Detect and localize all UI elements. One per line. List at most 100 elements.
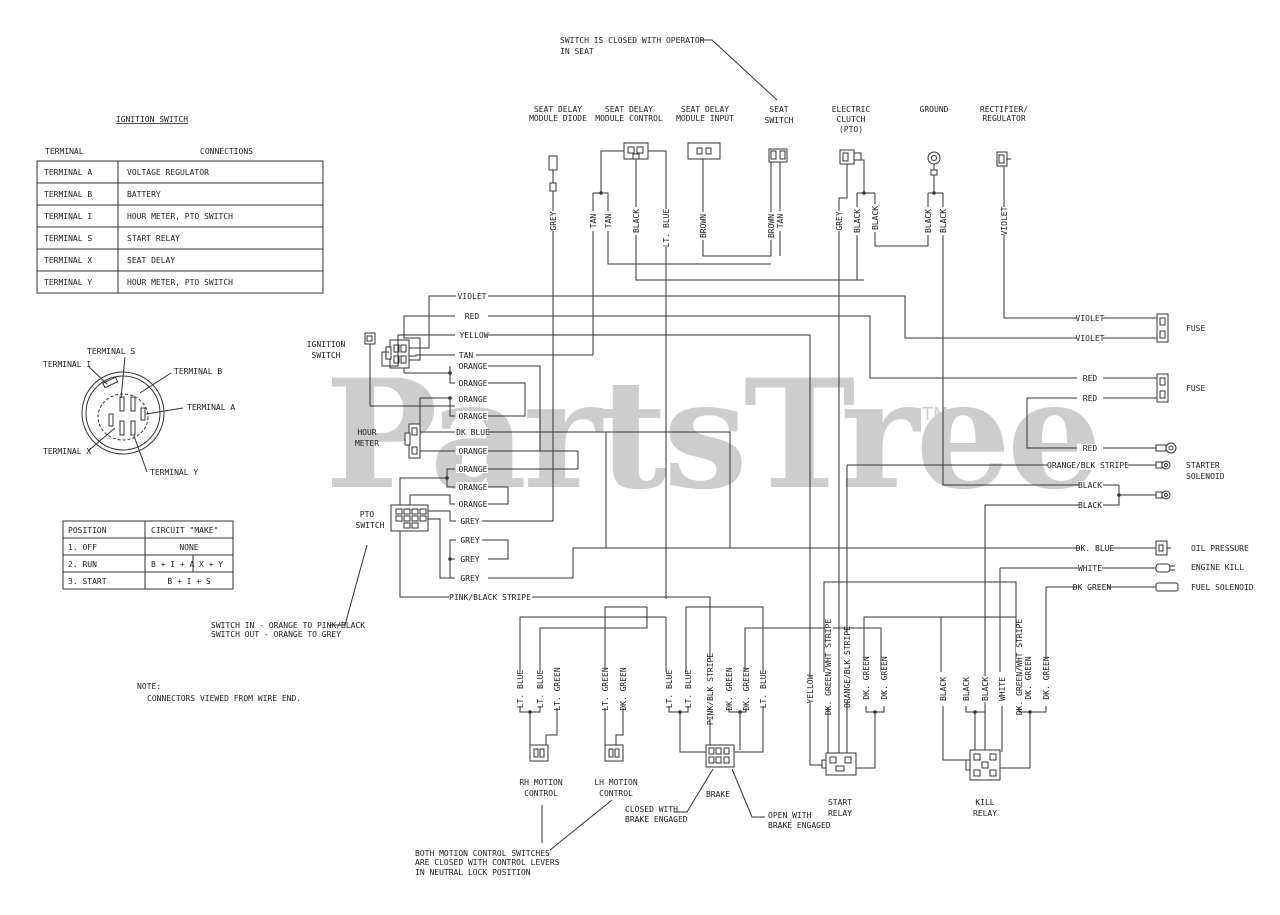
note-line: SWITCH IN - ORANGE TO PINK/BLACK <box>211 621 365 630</box>
terminal-s-label: TERMINAL S <box>87 347 135 356</box>
wire-label: BLACK <box>853 209 862 233</box>
wire-label: BROWN <box>699 214 708 238</box>
wire-label: YELLOW <box>460 331 489 340</box>
wire-label: GREY <box>460 536 479 545</box>
wire-label: LT. BLUE <box>759 670 768 709</box>
wire-label: LT. GREEN <box>553 667 562 711</box>
ring-terminal-icon <box>1165 442 1177 454</box>
fuel-solenoid-label: FUEL SOLENOID <box>1191 583 1254 592</box>
ignition-table-cell: SEAT DELAY <box>127 256 175 265</box>
wire-label: ORANGE <box>459 379 488 388</box>
starter-solenoid-label: SOLENOID <box>1186 472 1225 481</box>
electric-clutch-label: ELECTRIC <box>832 105 871 114</box>
ignition-table-row: TERMINAL A VOLTAGE REGULATOR <box>44 168 209 177</box>
wire-label: DK. GREEN <box>1042 656 1051 700</box>
ground-label: GROUND <box>920 105 949 114</box>
note-line: CLOSED WITH <box>625 805 678 814</box>
wire-label: VIOLET <box>1000 206 1009 235</box>
seat-delay-diode-label: SEAT DELAY <box>534 105 582 114</box>
pto-switch-label: PTO <box>360 510 375 519</box>
position-table-cell: NONE <box>179 543 198 552</box>
wire-label: BLACK <box>981 677 990 701</box>
start-relay-label: START <box>828 798 852 807</box>
rh-motion-control: RH MOTION CONTROL <box>519 744 563 798</box>
seat-delay-input-connector <box>687 142 721 160</box>
note-line: OPEN WITH <box>768 811 812 820</box>
wire-label: BLACK <box>632 209 641 233</box>
start-relay-label: RELAY <box>828 809 852 818</box>
wire-label: GREY <box>835 211 844 230</box>
wire-label: BLACK <box>1078 501 1102 510</box>
seat-delay-diode-label: MODULE DIODE <box>529 114 587 123</box>
position-table-cell: X + Y <box>199 560 223 569</box>
start-relay: START RELAY <box>821 752 857 818</box>
seat-switch-label: SWITCH <box>765 116 794 125</box>
ignition-switch-label: SWITCH <box>312 351 341 360</box>
note-line: CONNECTORS VIEWED FROM WIRE END. <box>147 694 301 703</box>
wire-label: RED <box>1083 374 1098 383</box>
top-component-labels: SEAT DELAY MODULE DIODE SEAT DELAY MODUL… <box>529 105 1028 134</box>
position-table-header: POSITION <box>68 526 107 535</box>
oil-pressure-label: OIL PRESSURE <box>1191 544 1249 553</box>
wire-label: BLACK <box>939 677 948 701</box>
ignition-table-cell: TERMINAL S <box>44 234 92 243</box>
brake-label: BRAKE <box>706 790 730 799</box>
hour-meter-label: METER <box>355 439 379 448</box>
wire-label: TAN <box>776 214 785 229</box>
wire-label: DK. GREEN <box>619 667 628 711</box>
rectifier-label: REGULATOR <box>982 114 1026 123</box>
wire-label: LT. BLUE <box>536 670 545 709</box>
right-components: FUSE FUSE STARTER SOLENOID OIL PRESSURE … <box>1155 313 1254 592</box>
fuse-1 <box>1156 313 1169 343</box>
ignition-table-row: TERMINAL B BATTERY <box>44 190 161 199</box>
wire-label: GREY <box>549 211 558 230</box>
wire-label: PINK/BLACK STRIPE <box>449 593 531 602</box>
note-line: BRAKE ENGAGED <box>768 821 831 830</box>
wire-label: DK BLUE <box>456 428 490 437</box>
ignition-table-cell: TERMINAL Y <box>44 278 92 287</box>
note-line: IN SEAT <box>560 47 594 56</box>
top-connectors <box>548 142 1011 207</box>
bottom-wires <box>519 581 1047 769</box>
seat-delay-control-label: SEAT DELAY <box>605 105 653 114</box>
lh-motion-label: CONTROL <box>599 789 633 798</box>
wire-label: DK GREEN <box>1073 583 1112 592</box>
wire-label: LT. BLUE <box>516 670 525 709</box>
ground-terminal <box>927 151 941 165</box>
wire-label: BLACK <box>962 677 971 701</box>
wire-label: BLACK <box>924 209 933 233</box>
fuel-solenoid-connector <box>1155 582 1179 592</box>
brake-notes: CLOSED WITH BRAKE ENGAGED OPEN WITH BRAK… <box>625 768 831 830</box>
engine-kill-connector <box>1155 563 1171 573</box>
watermark-trademark: TM <box>922 404 949 425</box>
wire-label: DK. GREEN <box>880 656 889 700</box>
connectors-note: NOTE: CONNECTORS VIEWED FROM WIRE END. <box>137 682 301 703</box>
seat-delay-control-label: MODULE CONTROL <box>595 114 663 123</box>
ignition-table-cell: BATTERY <box>127 190 161 199</box>
fuse-2-label: FUSE <box>1186 384 1205 393</box>
ignition-table-row: TERMINAL S START RELAY <box>44 234 180 243</box>
wire-label: VIOLET <box>1076 334 1105 343</box>
motion-control-note: BOTH MOTION CONTROL SWITCHES ARE CLOSED … <box>415 799 613 877</box>
position-table-cell: B + I + A <box>151 560 195 569</box>
wire-label: GREY <box>460 574 479 583</box>
wire-label: BROWN <box>767 214 776 238</box>
position-table-cell: 1. OFF <box>68 543 97 552</box>
wire-label: GREY <box>460 555 479 564</box>
top-wire-labels: GREY TAN TAN BLACK LT. BLUE BROWN BROWN … <box>549 204 1009 247</box>
wire-label: RED <box>1083 394 1098 403</box>
diode-connector <box>548 155 558 171</box>
wire-label: DK. GREEN <box>1024 656 1033 700</box>
wire-label: ORANGE <box>459 362 488 371</box>
ignition-table-header-connections: CONNECTIONS <box>200 147 253 156</box>
key-switch-outer-circle <box>81 371 165 455</box>
wire-label: ORANGE <box>459 395 488 404</box>
wire-label: ORANGE <box>459 465 488 474</box>
note-line: BRAKE ENGAGED <box>625 815 688 824</box>
fuse-1-label: FUSE <box>1186 324 1205 333</box>
electric-clutch-label: CLUTCH <box>837 115 866 124</box>
engine-kill-label: ENGINE KILL <box>1191 563 1244 572</box>
wire-label: DK. GREEN/WHT STRIPE <box>824 619 833 716</box>
wire-label: WHITE <box>1078 564 1102 573</box>
ignition-switch-connector: IGNITION SWITCH <box>307 332 410 369</box>
